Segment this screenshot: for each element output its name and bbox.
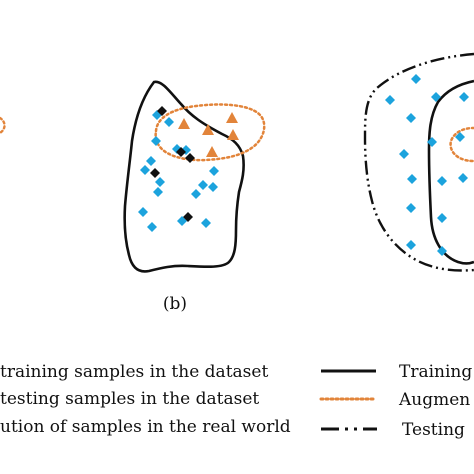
legend-training-label: Training [399, 362, 472, 382]
panel-c-training-markers [385, 74, 469, 256]
augmented-marker [227, 129, 239, 140]
testing-marker [176, 147, 186, 157]
augmented-marker [178, 118, 190, 129]
training-marker [385, 95, 395, 105]
panel-b-label: (b) [163, 294, 187, 314]
legend-testing-label: Testing [402, 420, 465, 440]
training-marker [459, 92, 469, 102]
augmented-marker [206, 146, 218, 157]
training-marker [399, 149, 409, 159]
legend-testing-samples-text: testing samples in the dataset [0, 389, 259, 409]
training-marker [151, 136, 161, 146]
panel-b-augmented-boundary [154, 103, 266, 162]
training-marker [198, 180, 208, 190]
legend-left: training samples in the dataset testing … [0, 362, 291, 437]
panel-c-testing-boundary [363, 52, 474, 272]
training-marker [431, 92, 441, 102]
legend-real-world-distribution-text: ution of samples in the real world [0, 417, 291, 437]
testing-marker [185, 153, 195, 163]
panel-b-testing-markers [150, 106, 195, 222]
panel-b-augmented-markers [178, 112, 239, 157]
training-marker [406, 113, 416, 123]
training-marker [164, 117, 174, 127]
training-marker [406, 203, 416, 213]
training-marker [455, 132, 465, 142]
training-marker [407, 174, 417, 184]
legend-augmented-label: Augmen [398, 390, 470, 410]
training-marker [153, 187, 163, 197]
panel-c-training-boundary [427, 79, 474, 265]
panel-c-augmented-boundary [449, 126, 474, 163]
training-marker [411, 74, 421, 84]
training-marker [155, 177, 165, 187]
training-marker [458, 173, 468, 183]
training-marker [406, 240, 416, 250]
training-marker [437, 213, 447, 223]
training-marker [437, 246, 447, 256]
testing-marker [150, 168, 160, 178]
legend-right: Training Augmen Testing [319, 362, 472, 440]
training-marker [201, 218, 211, 228]
testing-marker [157, 106, 167, 116]
training-marker [209, 166, 219, 176]
panel-b-training-boundary [123, 80, 245, 273]
legend-training-samples-text: training samples in the dataset [0, 362, 268, 382]
training-marker [427, 137, 437, 147]
training-marker [138, 207, 148, 217]
training-marker [191, 189, 201, 199]
training-marker [146, 156, 156, 166]
panel-b-training-markers [138, 110, 219, 232]
testing-marker [183, 212, 193, 222]
panel-c [363, 52, 474, 272]
training-marker [437, 176, 447, 186]
panel-a-augmented-boundary-fragment [0, 116, 6, 135]
augmented-marker [202, 124, 214, 135]
panel-b: (b) [123, 80, 266, 314]
training-marker [147, 222, 157, 232]
training-marker [208, 182, 218, 192]
augmented-marker [226, 112, 238, 123]
training-marker [140, 165, 150, 175]
